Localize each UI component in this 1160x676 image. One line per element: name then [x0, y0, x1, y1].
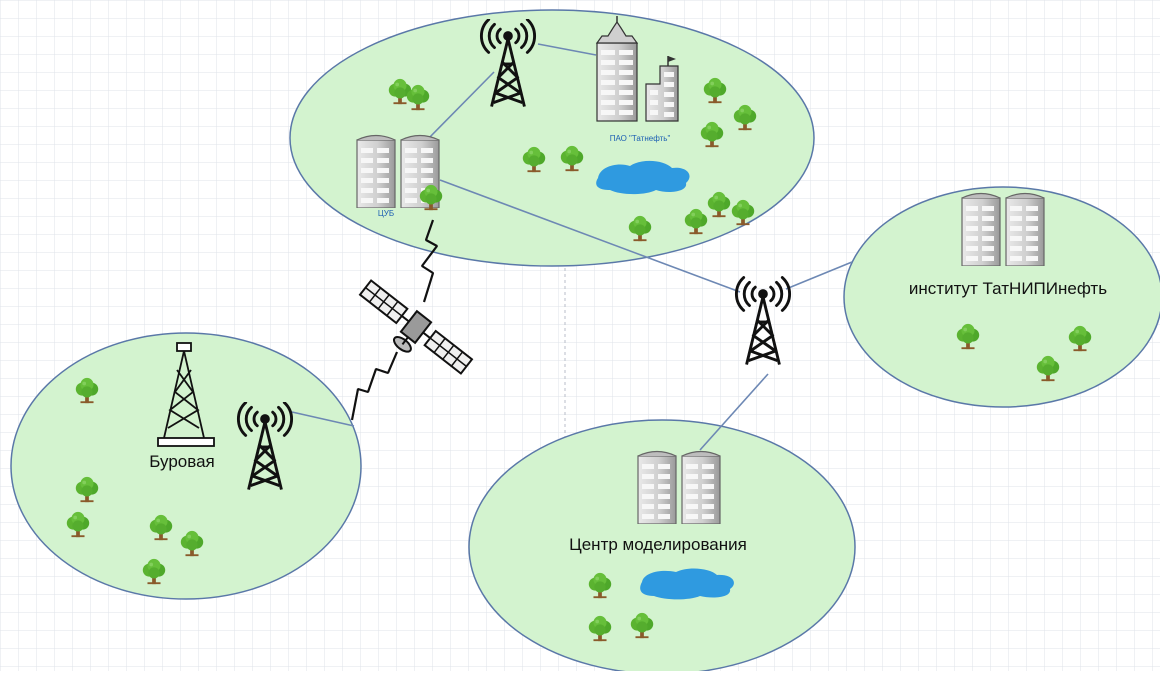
link-drilling-tower-to-satellite: [291, 411, 355, 427]
zone-drilling-site[interactable]: [10, 332, 362, 600]
link-relay-to-tatnipi: [785, 261, 853, 290]
drilling-rig-icon[interactable]: [157, 342, 215, 447]
link-relay-to-modeling: [699, 373, 769, 451]
satellite-icon[interactable]: [349, 277, 474, 387]
tatneft-office-building-icon[interactable]: [595, 16, 679, 122]
lake-icon: [640, 568, 734, 600]
tatnipi-label: институт ТатНИПИнефть: [909, 279, 1107, 298]
link-hq-tower-to-cub: [424, 71, 495, 143]
lightning-link-icon: [350, 351, 399, 421]
lake-icon: [596, 160, 690, 195]
modeling-center-label: Центр моделирования: [569, 535, 747, 554]
link-cub-to-relay-tower: [439, 179, 741, 293]
lightning-link-icon: [421, 219, 438, 303]
tatneft-label: ПАО "Татнефть": [610, 134, 671, 143]
cub-label: ЦУБ: [378, 209, 394, 218]
drilling-site-label: Буровая: [149, 452, 215, 471]
zone-tatnipi-institute[interactable]: [843, 186, 1160, 408]
network-links: [291, 43, 853, 451]
link-hq-tower-to-tatneft: [537, 43, 597, 56]
